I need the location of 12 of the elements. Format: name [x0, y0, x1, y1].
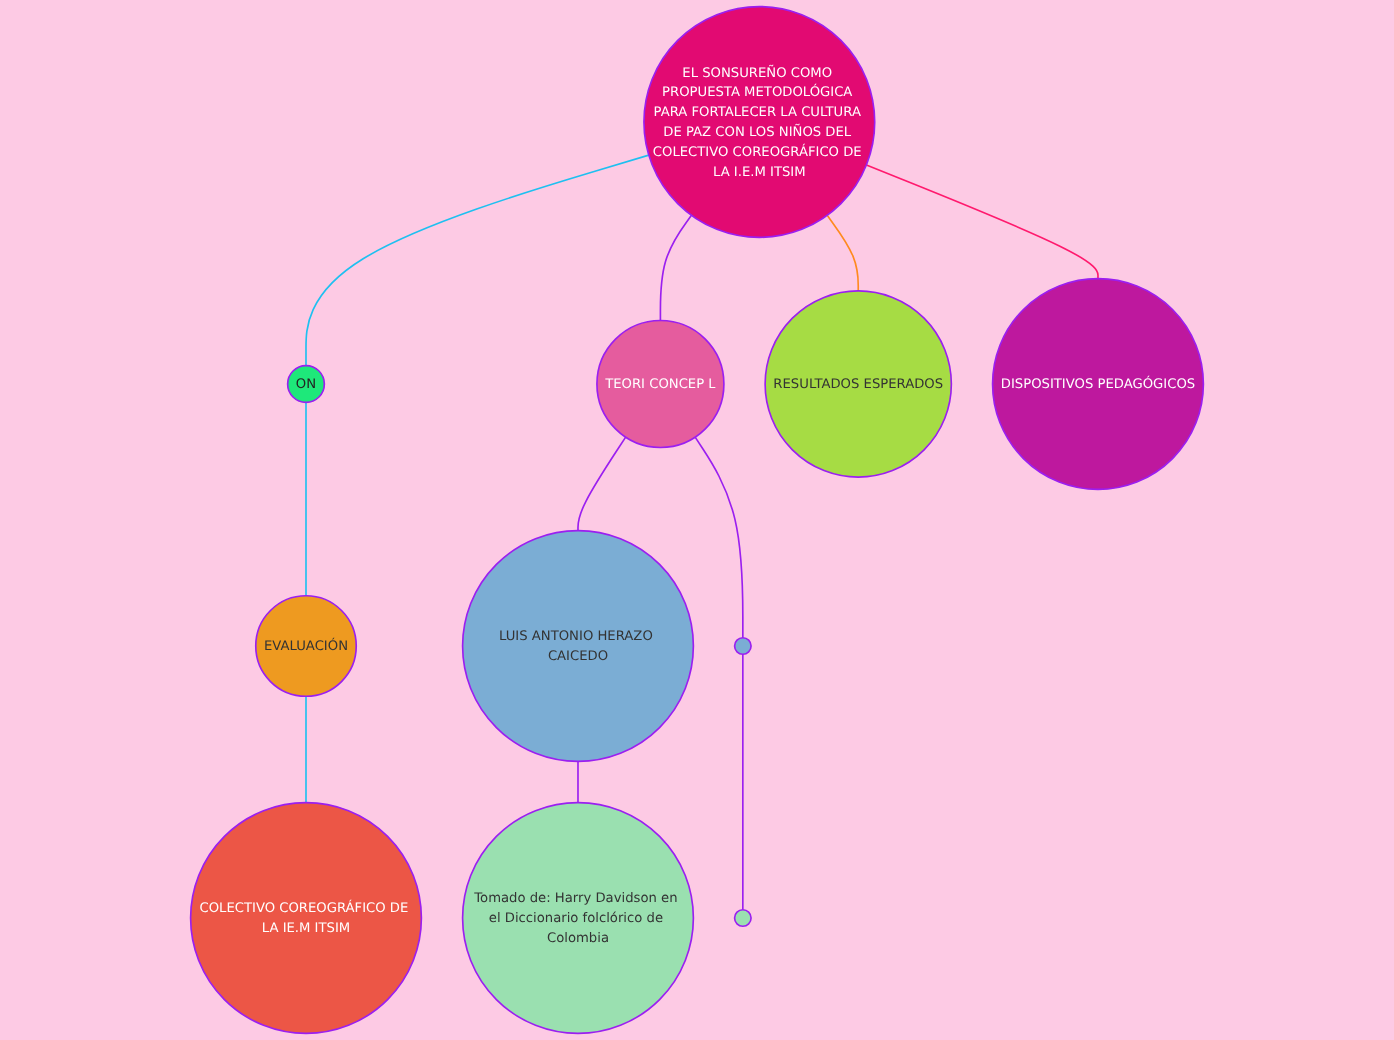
connector	[865, 164, 1099, 280]
connector	[659, 214, 693, 322]
connector	[305, 401, 307, 597]
connector	[305, 154, 650, 367]
connector	[694, 436, 744, 639]
connector	[305, 695, 307, 804]
node-circle	[733, 908, 752, 928]
connector	[742, 653, 744, 911]
connector	[577, 436, 627, 532]
connector	[577, 760, 579, 804]
node-circle	[733, 636, 752, 656]
connector	[826, 214, 860, 292]
